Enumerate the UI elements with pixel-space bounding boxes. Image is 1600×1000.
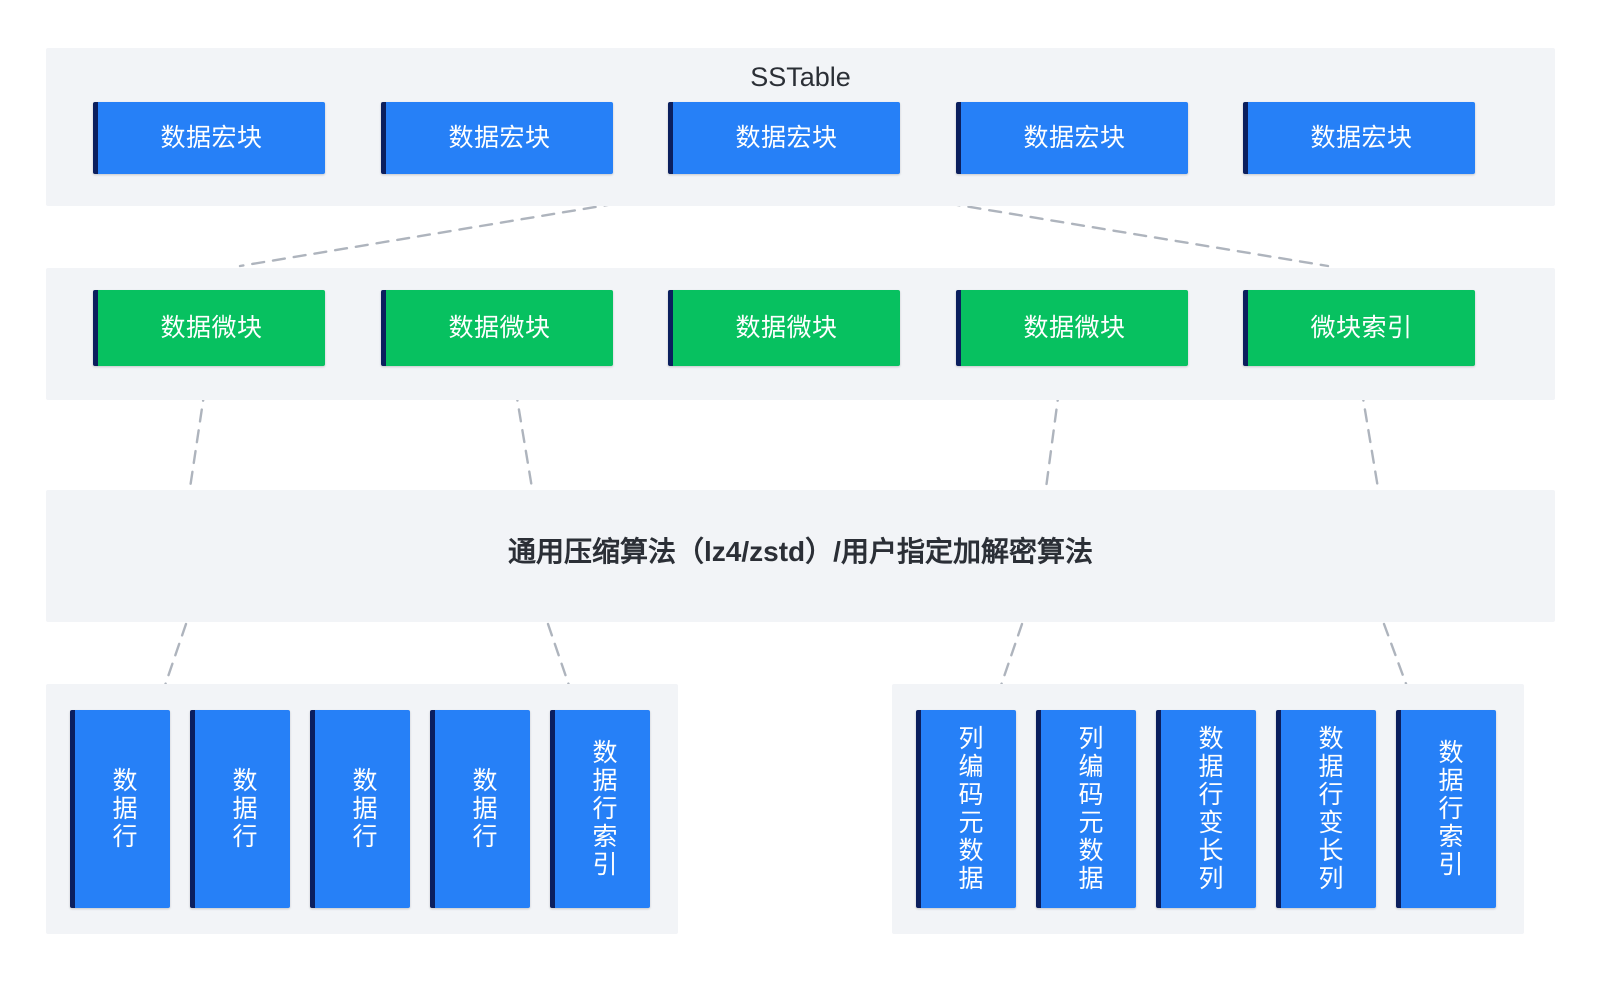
micro-block-2[interactable]: 数据微块 bbox=[381, 290, 613, 366]
micro-block-index[interactable]: 微块索引 bbox=[1243, 290, 1475, 366]
macro-block-label: 数据宏块 bbox=[1310, 124, 1413, 152]
row-block-right-1[interactable]: 列编码元数据 bbox=[916, 710, 1016, 908]
compression-panel bbox=[46, 490, 1555, 622]
row-block-left-3[interactable]: 数据行 bbox=[310, 710, 410, 908]
micro-block-label: 数据微块 bbox=[448, 314, 551, 342]
macro-block-1[interactable]: 数据宏块 bbox=[93, 102, 325, 174]
row-block-left-index[interactable]: 数据行索引 bbox=[550, 710, 650, 908]
compression-title: 通用压缩算法（lz4/zstd）/用户指定加解密算法 bbox=[508, 536, 1093, 567]
row-block-left-4[interactable]: 数据行 bbox=[430, 710, 530, 908]
macro-block-label: 数据宏块 bbox=[160, 124, 263, 152]
micro-block-3[interactable]: 数据微块 bbox=[668, 290, 900, 366]
macro-block-label: 数据宏块 bbox=[735, 124, 838, 152]
row-block-label: 数据行变长列 bbox=[1195, 725, 1223, 893]
row-block-label: 数据行变长列 bbox=[1315, 725, 1343, 893]
row-block-label: 数据行索引 bbox=[589, 739, 617, 879]
macro-block-label: 数据宏块 bbox=[448, 124, 551, 152]
row-block-left-1[interactable]: 数据行 bbox=[70, 710, 170, 908]
row-block-left-2[interactable]: 数据行 bbox=[190, 710, 290, 908]
macro-block-2[interactable]: 数据宏块 bbox=[381, 102, 613, 174]
row-block-right-index[interactable]: 数据行索引 bbox=[1396, 710, 1496, 908]
sstable-title: SSTable bbox=[750, 62, 851, 92]
row-block-label: 列编码元数据 bbox=[955, 725, 983, 893]
micro-block-label: 数据微块 bbox=[1023, 314, 1126, 342]
micro-block-4[interactable]: 数据微块 bbox=[956, 290, 1188, 366]
macro-block-label: 数据宏块 bbox=[1023, 124, 1126, 152]
row-block-label: 数据行 bbox=[349, 767, 377, 851]
micro-block-label: 数据微块 bbox=[160, 314, 263, 342]
row-block-right-2[interactable]: 列编码元数据 bbox=[1036, 710, 1136, 908]
row-block-label: 数据行 bbox=[229, 767, 257, 851]
macro-block-4[interactable]: 数据宏块 bbox=[956, 102, 1188, 174]
row-block-right-4[interactable]: 数据行变长列 bbox=[1276, 710, 1376, 908]
row-block-label: 数据行 bbox=[469, 767, 497, 851]
row-block-label: 数据行 bbox=[109, 767, 137, 851]
micro-block-label: 微块索引 bbox=[1310, 314, 1413, 342]
row-block-label: 列编码元数据 bbox=[1075, 725, 1103, 893]
row-block-label: 数据行索引 bbox=[1435, 739, 1463, 879]
micro-block-1[interactable]: 数据微块 bbox=[93, 290, 325, 366]
row-block-right-3[interactable]: 数据行变长列 bbox=[1156, 710, 1256, 908]
macro-block-5[interactable]: 数据宏块 bbox=[1243, 102, 1475, 174]
macro-block-3[interactable]: 数据宏块 bbox=[668, 102, 900, 174]
micro-block-label: 数据微块 bbox=[735, 314, 838, 342]
